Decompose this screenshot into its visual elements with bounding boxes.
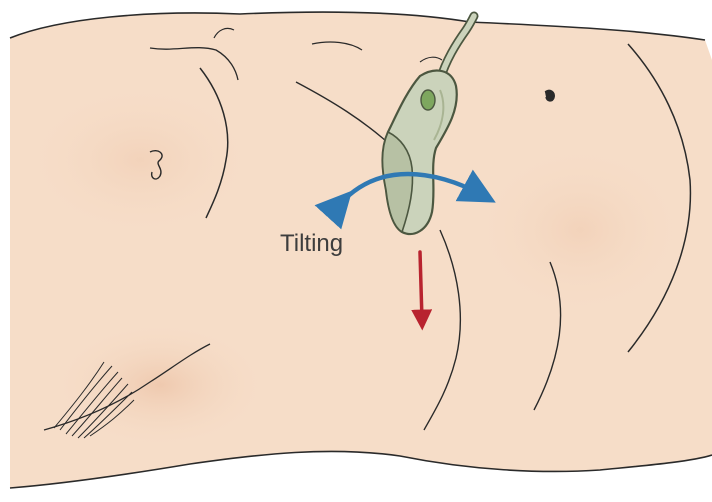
tilting-label: Tilting xyxy=(280,230,343,257)
armpit-shading xyxy=(50,320,270,450)
chest-shading xyxy=(20,80,260,240)
navel-mark xyxy=(545,90,554,101)
abdomen-shading xyxy=(470,140,690,320)
probe-button xyxy=(421,90,435,110)
down-arrow-icon xyxy=(420,252,422,320)
